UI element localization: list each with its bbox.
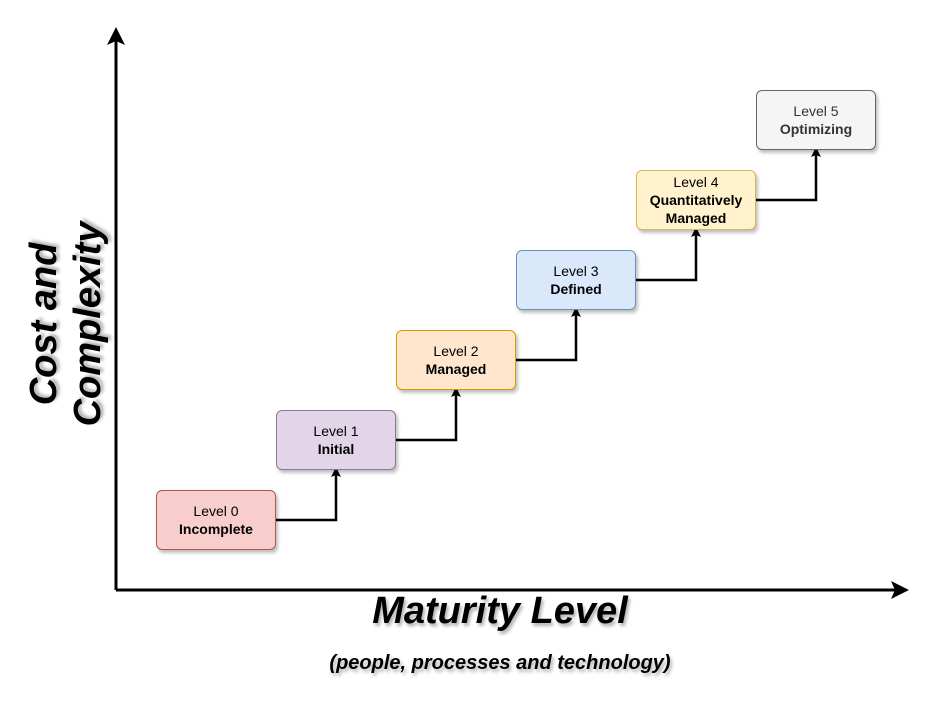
- level-number: Level 0: [193, 503, 239, 519]
- level-number: Level 3: [553, 263, 599, 279]
- level-box-2: Level 2 Managed: [396, 330, 516, 390]
- level-number: Level 2: [433, 343, 479, 359]
- level-name: Quantitatively Managed: [649, 192, 743, 226]
- level-number: Level 5: [793, 103, 839, 119]
- level-box-3: Level 3 Defined: [516, 250, 636, 310]
- level-name: Initial: [317, 441, 355, 457]
- step-arrow-0: [276, 467, 341, 522]
- level-name: Managed: [425, 361, 487, 377]
- step-arrow-1: [396, 387, 461, 442]
- level-name: Incomplete: [179, 521, 253, 537]
- level-number: Level 4: [673, 174, 719, 190]
- x-axis-subtitle: (people, processes and technology): [329, 652, 671, 674]
- level-name: Defined: [550, 281, 602, 297]
- y-axis-title: Cost and Complexity: [23, 221, 109, 427]
- level-box-5: Level 5 Optimizing: [756, 90, 876, 150]
- level-box-4: Level 4 Quantitatively Managed: [636, 170, 756, 230]
- step-arrow-2: [516, 307, 581, 362]
- x-axis-title: Maturity Level: [372, 590, 628, 632]
- level-name: Optimizing: [779, 121, 853, 137]
- level-number: Level 1: [313, 423, 359, 439]
- step-arrow-3: [636, 227, 701, 282]
- step-connectors: [276, 147, 821, 522]
- level-box-1: Level 1 Initial: [276, 410, 396, 470]
- level-box-0: Level 0 Incomplete: [156, 490, 276, 550]
- step-arrow-4: [756, 147, 821, 202]
